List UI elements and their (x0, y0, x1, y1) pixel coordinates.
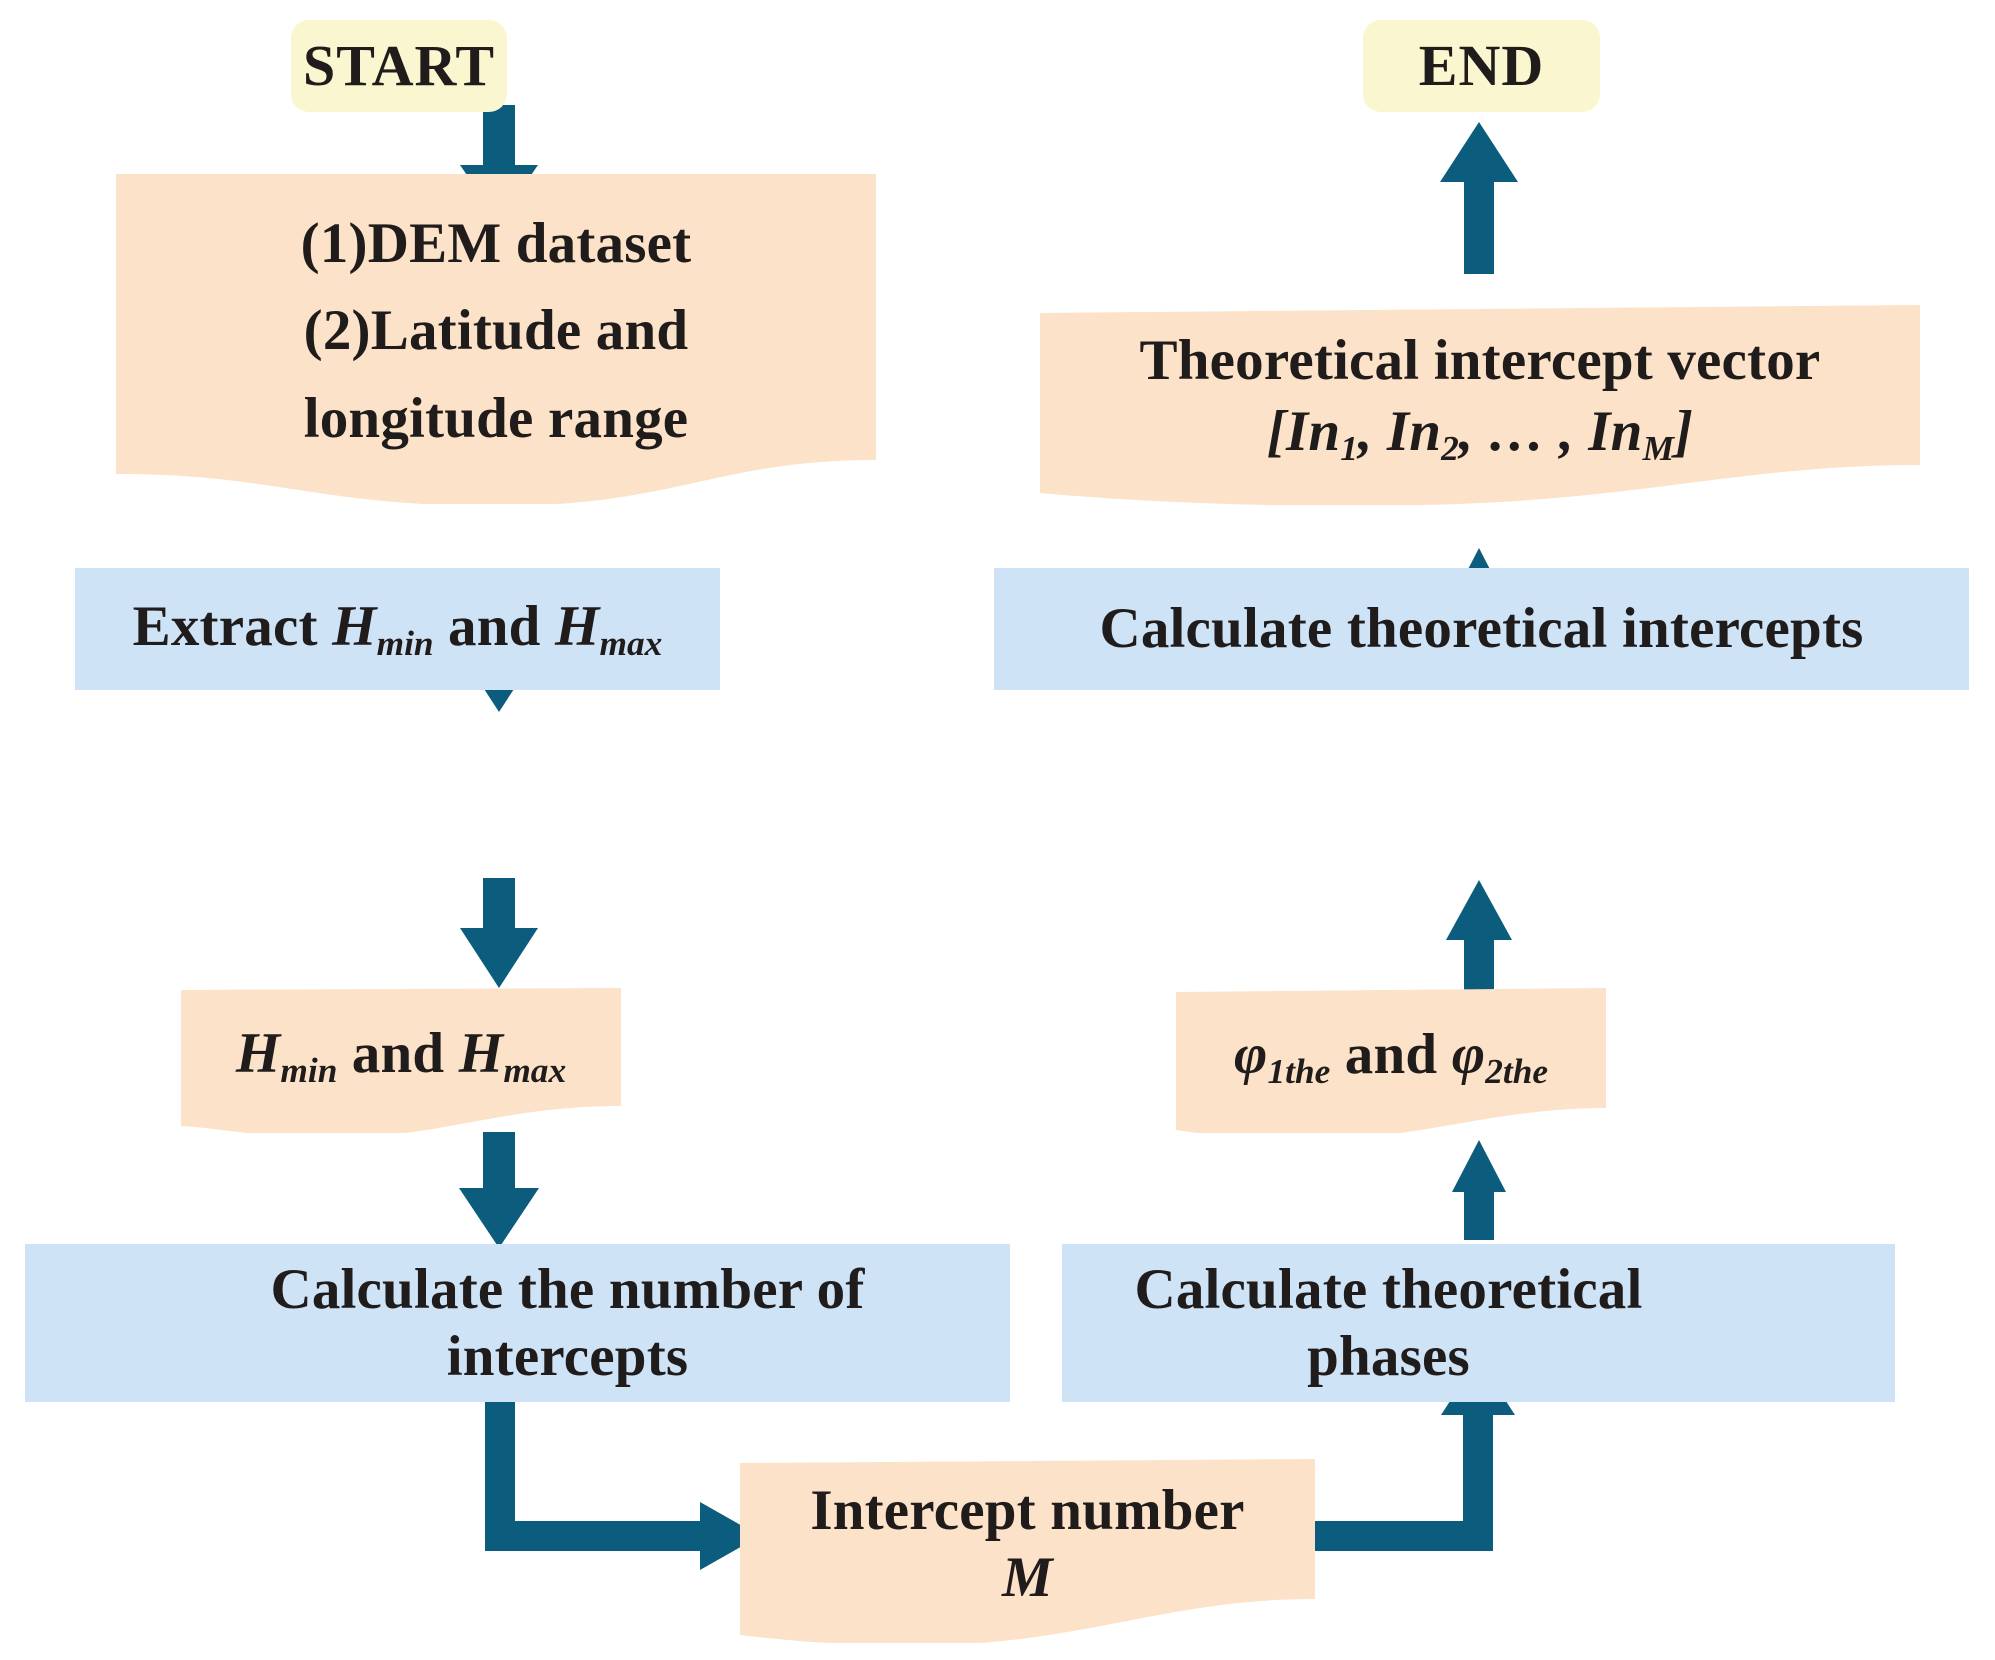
vector-sep-1: , (1357, 399, 1387, 463)
node-end-label: END (1418, 32, 1545, 98)
document-shape (181, 988, 621, 1133)
node-inputs[interactable]: (1)DEM dataset (2)Latitude and longitude… (116, 174, 876, 504)
node-hminmax-sym1: H (235, 1021, 281, 1085)
vector-bracket-open: [ (1266, 399, 1286, 463)
node-extract-sub1: min (376, 624, 434, 664)
node-phis[interactable]: φ1the and φ2the (1176, 988, 1606, 1133)
document-shape (116, 174, 876, 504)
document-shape (1040, 305, 1920, 505)
node-countnum[interactable]: Calculate the number of intercepts (25, 1244, 1010, 1402)
node-calcphases-line1: Calculate theoretical (1134, 1257, 1643, 1321)
node-extract-sym2: H (554, 595, 600, 659)
document-shape (740, 1459, 1315, 1643)
vector-bracket-close: ] (1674, 399, 1694, 463)
node-hminmax-sub1: min (280, 1050, 338, 1090)
node-extract-pre: Extract (132, 595, 333, 659)
edge-hminmax-to-countnum (459, 1132, 539, 1248)
node-vector-line1: Theoretical intercept vector (1139, 328, 1821, 392)
node-interceptnum[interactable]: Intercept number M (740, 1459, 1315, 1643)
node-vector[interactable]: Theoretical intercept vector [In1, In2, … (1040, 305, 1920, 505)
node-phis-sub2: 2the (1485, 1051, 1549, 1091)
vector-term-3-sub: M (1642, 428, 1674, 468)
node-phis-mid: and (1330, 1022, 1452, 1086)
node-start[interactable]: START (291, 20, 507, 112)
node-inputs-line2: (2)Latitude and (303, 299, 689, 363)
node-inputs-line1: (1)DEM dataset (300, 212, 692, 276)
node-phis-sym1: φ (1233, 1022, 1268, 1086)
node-start-label: START (302, 32, 496, 98)
document-shape (1176, 988, 1606, 1133)
node-hminmax[interactable]: Hmin and Hmax (181, 988, 621, 1133)
node-interceptnum-line2: M (1002, 1546, 1053, 1609)
vector-term-1: In (1285, 399, 1341, 463)
vector-term-1-sub: 1 (1340, 428, 1358, 468)
vector-term-2: In (1386, 399, 1442, 463)
node-hminmax-sym2: H (458, 1021, 504, 1085)
edge-phis-to-calcint (1446, 880, 1512, 990)
vector-term-3: In (1588, 399, 1643, 463)
node-phis-sub1: 1the (1267, 1051, 1331, 1091)
node-extract-mid: and (433, 595, 555, 659)
node-calcint[interactable]: Calculate theoretical intercepts (994, 568, 1969, 690)
node-end[interactable]: END (1363, 20, 1600, 112)
node-calcint-label: Calculate theoretical intercepts (1099, 597, 1864, 661)
node-extract[interactable]: Extract Hmin and Hmax (75, 568, 720, 690)
node-vector-formula: [In1, In2, … , InM] (1140, 398, 1821, 470)
vector-sep-2: , … , (1458, 399, 1589, 463)
node-hminmax-mid: and (337, 1021, 459, 1085)
edge-calcphases-to-phis (1452, 1140, 1506, 1240)
node-extract-sym1: H (332, 595, 377, 659)
node-interceptnum-line1: Intercept number (810, 1478, 1245, 1542)
edge-vector-to-end (1440, 122, 1518, 274)
node-inputs-line3: longitude range (303, 386, 689, 450)
edge-extract-to-hminmax (460, 878, 538, 988)
node-phis-sym2: φ (1451, 1022, 1486, 1086)
node-calcphases[interactable]: Calculate theoretical phases (1062, 1244, 1895, 1402)
vector-term-2-sub: 2 (1441, 428, 1459, 468)
node-countnum-line2: intercepts (446, 1325, 689, 1388)
node-hminmax-sub2: max (503, 1050, 567, 1090)
node-calcphases-line2: phases (1307, 1325, 1470, 1388)
node-countnum-line1: Calculate the number of (270, 1257, 865, 1321)
edge-countnum-to-interceptnum (485, 1398, 760, 1570)
node-extract-sub2: max (599, 624, 663, 664)
